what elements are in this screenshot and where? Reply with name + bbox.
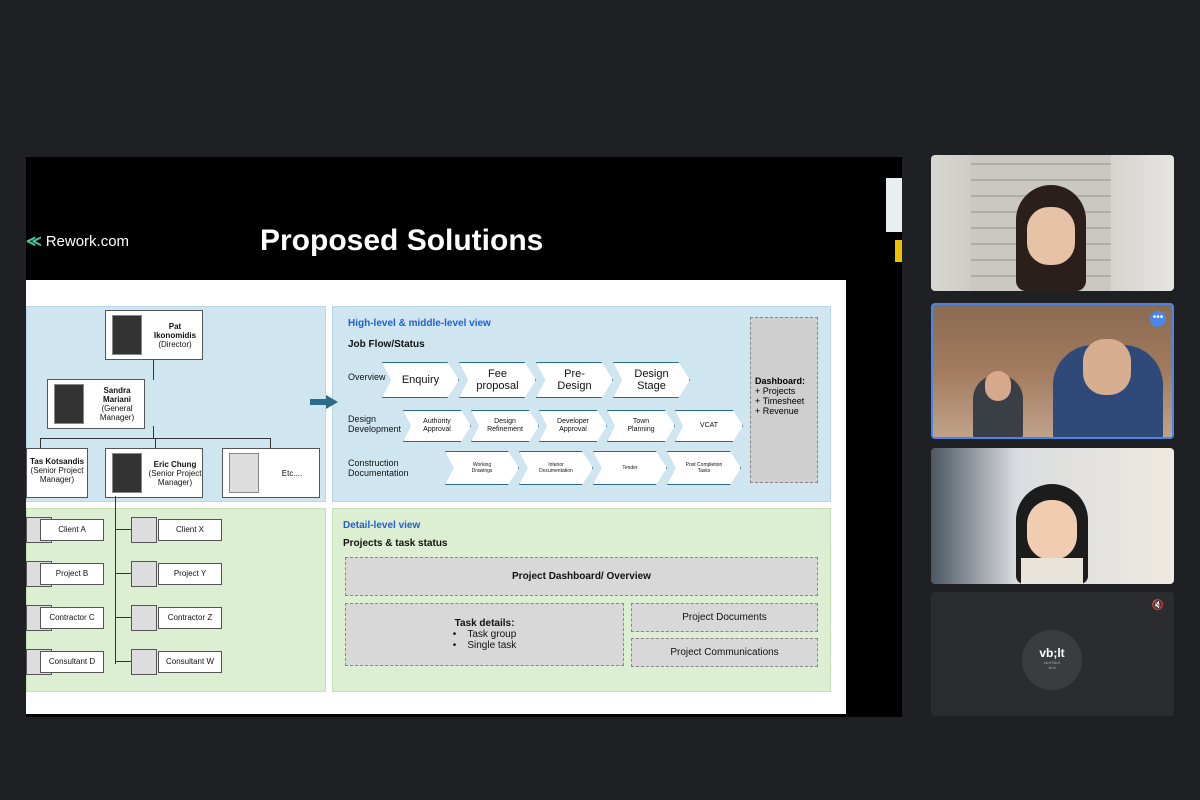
participant-face (1083, 339, 1131, 395)
dashboard-box: Dashboard: + Projects + Timesheet + Reve… (750, 317, 818, 483)
connector (40, 438, 41, 448)
participant-face (1027, 500, 1077, 560)
project-communications-box: Project Communications (631, 638, 818, 667)
flow-step: VCAT (675, 410, 743, 442)
task-item: • Task group (452, 629, 517, 640)
dashboard-item: + Revenue (755, 406, 799, 416)
right-arrow-icon (310, 395, 338, 409)
org-item: Consultant W (158, 651, 222, 673)
project-documents-box: Project Documents (631, 603, 818, 632)
gm-name: Sandra Mariani (102, 386, 131, 404)
participant-tile-2[interactable]: ••• (931, 303, 1174, 439)
projects-task-heading: Projects & task status (343, 538, 448, 549)
director-photo (112, 315, 142, 355)
design-dev-label: Design Development (348, 414, 402, 434)
connector (153, 426, 154, 438)
spm2-photo (112, 453, 142, 493)
flow-step: Fee proposal (459, 362, 536, 398)
gm-photo (54, 384, 84, 424)
spm2-name: Eric Chung (153, 459, 197, 469)
side-thumbnail (886, 178, 902, 232)
construction-label: Construction Documentation (348, 458, 409, 478)
spm2-role: (Senior Project Manager) (148, 468, 202, 487)
item-photo (131, 605, 157, 631)
flow-step: Tender (593, 451, 667, 485)
mic-muted-icon: 🔇 (1151, 600, 1164, 611)
spm1-role: (Senior Project Manager) (30, 466, 84, 484)
project-dashboard-box: Project Dashboard/ Overview (345, 557, 818, 596)
connector (270, 438, 271, 448)
director-name: Pat Ikonomidis (153, 321, 197, 340)
spm2-card: Eric Chung (Senior Project Manager) (105, 448, 203, 498)
org-item: Consultant D (40, 651, 104, 673)
director-role: (Director) (158, 339, 192, 349)
flow-step: Working Drawings (445, 451, 519, 485)
connector (115, 496, 116, 664)
org-item: Project Y (158, 563, 222, 585)
connector (155, 438, 156, 448)
spm1-card: Tas Kotsandis (Senior Project Manager) (26, 448, 88, 498)
item-photo (131, 561, 157, 587)
overview-label: Overview (348, 372, 386, 382)
slide-title: Proposed Solutions (260, 224, 544, 257)
org-item: Contractor C (40, 607, 104, 629)
high-level-heading: High-level & middle-level view (348, 318, 491, 329)
flow-step: Post Completion Tasks (667, 451, 741, 485)
participant-face (1027, 207, 1075, 265)
avatar-initials: vb;lt (1039, 646, 1065, 660)
flow-step: Pre- Design (536, 362, 613, 398)
participant-tile-4[interactable]: 🔇 vb;lt vb;lt Bb;lt vb;lt (931, 592, 1174, 716)
task-item-label: Task group (467, 629, 517, 640)
participant-tile-3[interactable] (931, 448, 1174, 584)
etc-label: Etc.... (281, 468, 303, 478)
connector (115, 573, 131, 574)
dashboard-item: + Projects (755, 386, 796, 396)
connector (115, 617, 131, 618)
dashboard-title: Dashboard: (755, 376, 806, 386)
item-photo (131, 649, 157, 675)
connector (115, 529, 131, 530)
placeholder-photo (229, 453, 259, 493)
participant-tile-1[interactable] (931, 155, 1174, 291)
participant-face (985, 371, 1011, 401)
task-item: • Single task (452, 640, 517, 651)
item-photo (131, 517, 157, 543)
detail-level-heading: Detail-level view (343, 520, 421, 531)
flow-step: Enquiry (382, 362, 459, 398)
flow-step: Design Refinement (471, 410, 539, 442)
avatar: vb;lt vb;lt Bb;lt vb;lt (1022, 630, 1082, 690)
job-flow-heading: Job Flow/Status (348, 339, 425, 350)
org-item: Project B (40, 563, 104, 585)
connector (153, 358, 154, 380)
etc-card: Etc.... (222, 448, 320, 498)
flow-step: Interior Documentation (519, 451, 593, 485)
flow-step: Developer Approval (539, 410, 607, 442)
brand-name: Rework.com (45, 232, 130, 250)
side-thumbnail-accent (895, 240, 902, 262)
gm-card: Sandra Mariani (General Manager) (47, 379, 145, 429)
flow-step: Design Stage (613, 362, 690, 398)
task-item-label: Single task (467, 640, 517, 651)
org-item: Contractor Z (158, 607, 222, 629)
flow-step: Authority Approval (403, 410, 471, 442)
connector (115, 661, 131, 662)
spm1-name: Tas Kotsandis (29, 457, 85, 466)
dashboard-item: + Timesheet (755, 396, 805, 406)
org-item: Client X (158, 519, 222, 541)
org-item: Client A (40, 519, 104, 541)
avatar-subtext: vb;lt Bb;lt vb;lt (1043, 660, 1061, 670)
director-card: Pat Ikonomidis (Director) (105, 310, 203, 360)
more-options-icon[interactable]: ••• (1150, 311, 1166, 327)
task-details-title: Task details: (454, 618, 515, 629)
task-details-box: Task details: • Task group • Single task (345, 603, 624, 666)
participant-shirt (1021, 558, 1083, 584)
gm-role: (General Manager) (99, 404, 135, 422)
rework-logo-icon: ≪ (26, 233, 42, 250)
brand-logo: ≪ Rework.com (26, 232, 130, 251)
flow-step: Town Planning (607, 410, 675, 442)
